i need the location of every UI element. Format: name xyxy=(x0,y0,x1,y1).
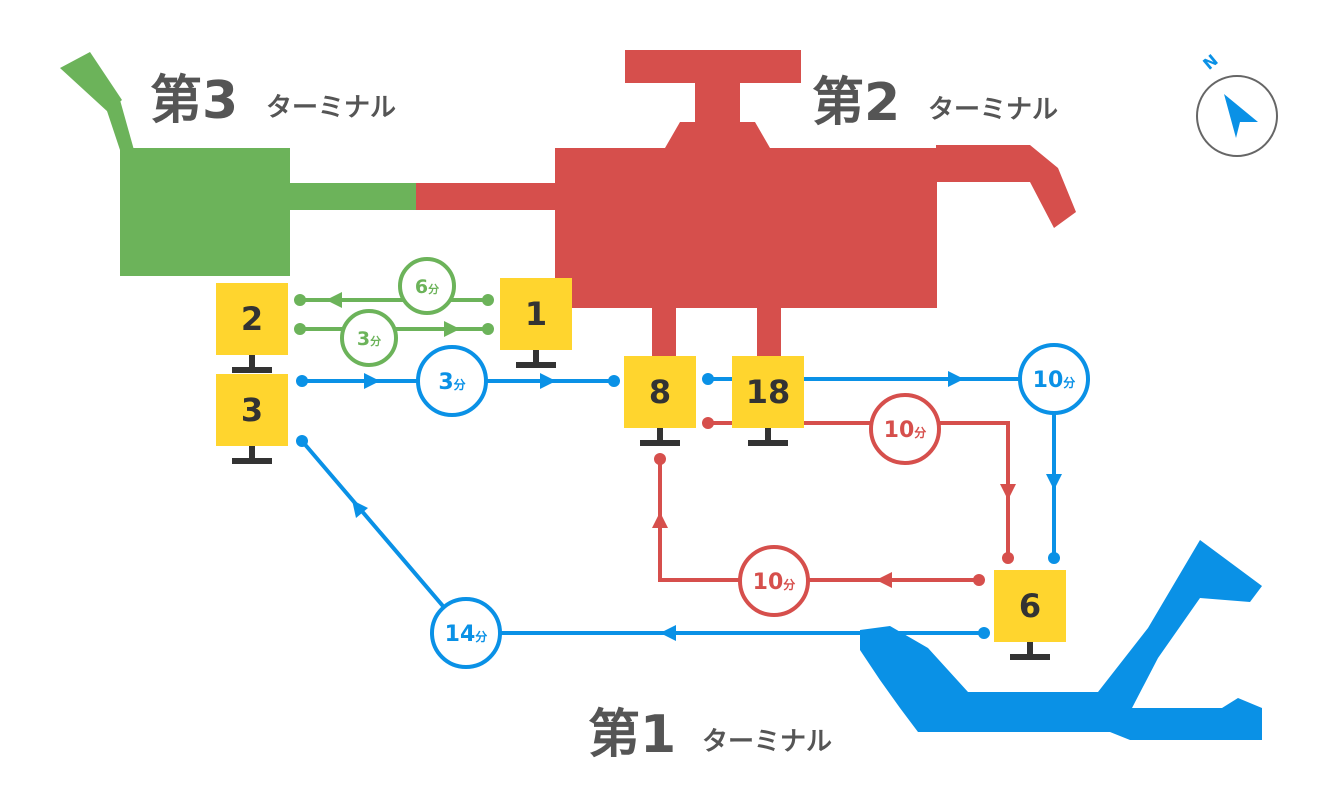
svg-text:10分: 10分 xyxy=(753,570,796,595)
svg-text:第1: 第1 xyxy=(588,705,676,765)
terminal-1-building xyxy=(860,540,1262,740)
terminal-1-label: 第1 ターミナル xyxy=(588,705,832,765)
svg-text:3: 3 xyxy=(241,391,263,429)
svg-text:6分: 6分 xyxy=(415,276,439,298)
svg-text:6: 6 xyxy=(1019,587,1041,625)
svg-text:10分: 10分 xyxy=(884,418,927,443)
svg-text:3分: 3分 xyxy=(357,328,381,350)
terminal-3-building xyxy=(60,52,416,276)
svg-text:第2: 第2 xyxy=(812,73,900,133)
svg-text:第3: 第3 xyxy=(150,71,238,131)
time-badge-blue-10: 10分 xyxy=(1018,343,1090,415)
bus-stop-8: 8 xyxy=(624,356,696,446)
terminal-2-label: 第2 ターミナル xyxy=(812,73,1058,133)
bus-stop-6: 6 xyxy=(994,570,1066,660)
svg-text:2: 2 xyxy=(241,300,263,338)
compass-north-label: N xyxy=(1199,50,1221,73)
bus-stop-3: 3 xyxy=(216,374,288,464)
time-badge-red-10-east: 10分 xyxy=(869,393,941,465)
time-badge-blue-3: 3分 xyxy=(416,345,488,417)
svg-text:1: 1 xyxy=(525,295,547,333)
svg-text:ターミナル: ターミナル xyxy=(928,95,1058,125)
compass-icon: N xyxy=(1196,50,1278,157)
svg-text:3分: 3分 xyxy=(438,370,465,395)
svg-text:ターミナル: ターミナル xyxy=(702,727,832,757)
svg-text:18: 18 xyxy=(746,373,791,411)
time-badge-green-3: 3分 xyxy=(340,309,398,367)
time-badge-red-10-west: 10分 xyxy=(738,545,810,617)
blue-route-markers xyxy=(296,371,1062,641)
time-badge-green-6: 6分 xyxy=(398,257,456,315)
red-route-markers xyxy=(652,417,1016,588)
terminal-2-building xyxy=(415,50,1076,360)
bus-stop-18: 18 xyxy=(732,356,804,446)
bus-stop-1: 1 xyxy=(500,278,572,368)
time-badge-blue-14: 14分 xyxy=(430,597,502,669)
svg-text:ターミナル: ターミナル xyxy=(266,93,396,123)
svg-text:10分: 10分 xyxy=(1033,368,1076,393)
bus-stop-2: 2 xyxy=(216,283,288,373)
svg-text:8: 8 xyxy=(649,373,671,411)
terminal-3-label: 第3 ターミナル xyxy=(150,71,396,131)
svg-text:14分: 14分 xyxy=(445,622,488,647)
red-route xyxy=(658,421,1010,582)
